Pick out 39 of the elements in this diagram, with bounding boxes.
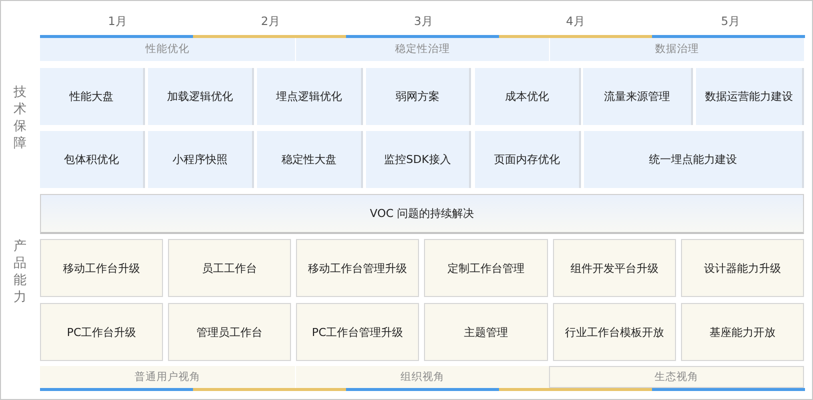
task-box: 统一埋点能力建设	[584, 131, 804, 188]
month-label: 3月	[414, 14, 434, 29]
feature-box: 移动工作台管理升级	[296, 239, 419, 297]
month-label: 1月	[108, 14, 128, 29]
task-box: 加载逻辑优化	[148, 68, 254, 125]
month-label: 2月	[261, 14, 280, 29]
task-box: 弱网方案	[366, 68, 471, 125]
task-box: 性能大盘	[40, 68, 145, 125]
feature-box: 定制工作台管理	[424, 239, 548, 297]
task-box: 稳定性大盘	[257, 131, 363, 188]
feature-box: 员工工作台	[168, 239, 291, 297]
feature-box: 行业工作台模板开放	[553, 303, 676, 361]
task-box: 数据运营能力建设	[696, 68, 804, 125]
perspective-band: 组织视角	[296, 366, 549, 388]
task-box: 成本优化	[475, 68, 581, 125]
feature-box: 主题管理	[424, 303, 548, 361]
task-box: 小程序快照	[148, 131, 254, 188]
feature-box: PC工作台升级	[40, 303, 163, 361]
perspective-band: 生态视角	[549, 366, 804, 388]
header-band: 数据治理	[550, 38, 804, 61]
month-label: 4月	[566, 14, 586, 29]
header-band: 稳定性治理	[296, 38, 549, 61]
feature-box: 组件开发平台升级	[553, 239, 676, 297]
feature-box: 设计器能力升级	[681, 239, 804, 297]
row-group-label: 产品能力	[12, 238, 28, 306]
feature-box: 移动工作台升级	[40, 239, 163, 297]
task-bar: VOC 问题的持续解决	[40, 194, 804, 234]
feature-box: 管理员工作台	[168, 303, 291, 361]
perspective-band: 普通用户视角	[40, 366, 295, 388]
task-box: 页面内存优化	[475, 131, 581, 188]
task-box: 流量来源管理	[583, 68, 693, 125]
month-label: 5月	[721, 14, 740, 29]
row-group-label: 技术保障	[12, 84, 28, 152]
task-box: 包体积优化	[40, 131, 145, 188]
feature-box: 基座能力开放	[681, 303, 804, 361]
header-band: 性能优化	[40, 38, 295, 61]
task-box: 监控SDK接入	[366, 131, 471, 188]
task-box: 埋点逻辑优化	[257, 68, 363, 125]
feature-box: PC工作台管理升级	[296, 303, 419, 361]
